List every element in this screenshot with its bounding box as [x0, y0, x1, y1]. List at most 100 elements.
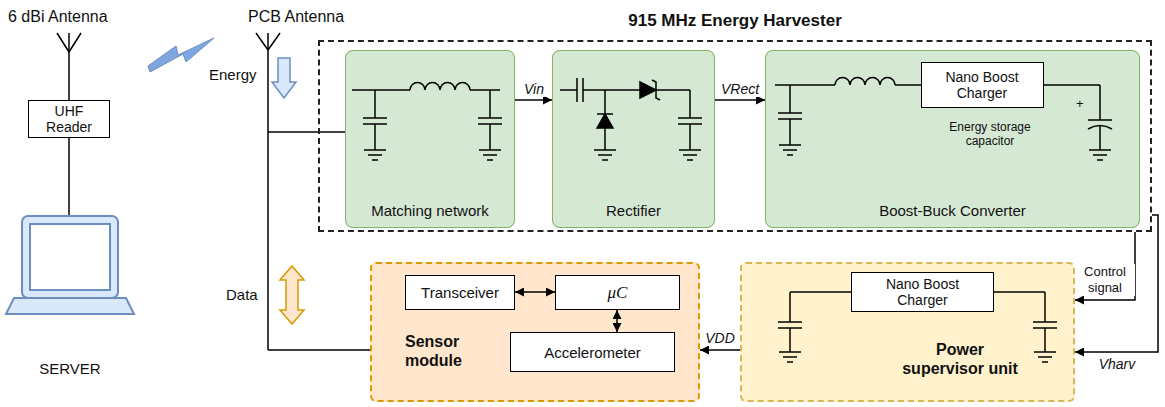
antenna-symbol — [256, 33, 268, 50]
annotation-label: + — [1076, 96, 1084, 111]
rectifier-circuit — [689, 90, 691, 118]
rectifier-circuit — [604, 90, 606, 114]
node-label: 915 MHz Energy Harvester — [628, 11, 842, 31]
connector — [515, 99, 552, 101]
rectifier-circuit — [597, 114, 613, 128]
rectifier-circuit — [560, 78, 702, 160]
matching-circuit — [374, 124, 376, 150]
circuit-block: Matching network — [345, 50, 515, 228]
matching-circuit — [489, 124, 491, 150]
matching-circuit — [410, 83, 470, 90]
connector — [68, 138, 70, 215]
box-fill — [765, 50, 1140, 228]
box-fill — [345, 50, 515, 228]
rectifier-circuit — [583, 89, 640, 91]
supervisor-circuit — [778, 321, 802, 323]
supervisor-circuit — [789, 328, 791, 352]
annotation-label: PCB Antenna — [248, 8, 344, 26]
matching-circuit — [489, 90, 491, 118]
supervisor-circuit — [1044, 292, 1046, 322]
supervisor-circuit — [1044, 328, 1046, 352]
converter-circuit — [1088, 119, 1112, 121]
supervisor-circuit — [790, 291, 851, 293]
node-label: Matching network — [371, 202, 489, 219]
rectifier-circuit — [640, 82, 656, 98]
matching-circuit — [352, 83, 502, 160]
rectifier-circuit — [576, 78, 578, 102]
annotation-label: Energy storage capacitor — [940, 120, 1040, 148]
matching-circuit — [479, 150, 501, 160]
antenna-symbol — [69, 33, 81, 52]
signal-label: Control signal — [1075, 264, 1135, 296]
circuit-block: Rectifier — [552, 50, 715, 228]
antenna-symbol — [68, 33, 70, 100]
converter-circuit — [775, 84, 835, 86]
node-label: Nano Boost Charger — [937, 69, 1027, 101]
matching-circuit — [478, 117, 502, 119]
connector — [700, 349, 740, 351]
node-label: Accelerometer — [544, 344, 641, 361]
data-arrow — [280, 266, 304, 324]
matching-circuit — [352, 89, 410, 91]
supervisor-circuit — [1034, 352, 1056, 362]
signal-label: VDD — [704, 330, 736, 346]
matching-circuit — [374, 90, 376, 118]
module-group: Power supervisor unitNano Boost Charger — [740, 262, 1075, 402]
connector — [1075, 215, 1158, 352]
chip-box: Nano Boost Charger — [921, 62, 1044, 108]
wireless-bolt — [148, 38, 214, 72]
rectifier-circuit — [560, 89, 577, 91]
signal-label: VRect — [720, 81, 760, 97]
matching-circuit — [364, 150, 386, 160]
node-label: Boost-Buck Converter — [879, 202, 1026, 219]
converter-circuit — [895, 84, 921, 86]
process-box: Accelerometer — [510, 332, 675, 372]
process-box: Transceiver — [405, 275, 515, 310]
rectifier-circuit — [689, 124, 691, 150]
antenna-symbol — [268, 33, 280, 50]
antenna-symbol — [57, 33, 69, 52]
rectifier-circuit — [678, 117, 702, 119]
connector — [515, 291, 555, 293]
converter-circuit — [1099, 85, 1101, 120]
box-fill — [370, 262, 700, 402]
process-box: μC — [555, 275, 680, 310]
annotation-label: 6 dBi Antenna — [8, 8, 108, 26]
reader-box: UHF Reader — [28, 100, 110, 138]
converter-circuit — [789, 85, 791, 113]
antenna-wire — [268, 349, 370, 351]
node-label: SERVER — [39, 360, 100, 377]
converter-circuit — [1089, 150, 1111, 160]
converter-circuit — [789, 119, 791, 145]
energy-arrow — [272, 58, 296, 98]
laptop-icon — [30, 224, 110, 290]
node-label: Transceiver — [421, 284, 499, 301]
node-label: μC — [608, 283, 628, 303]
rectifier-circuit — [679, 150, 701, 160]
box-fill — [552, 50, 715, 228]
rectifier-circuit — [604, 128, 606, 150]
converter-circuit — [1099, 125, 1101, 150]
node-label: Rectifier — [606, 202, 661, 219]
node-label: Nano Boost Charger — [873, 276, 973, 308]
laptop-icon — [22, 216, 118, 298]
annotation-label: Energy — [209, 66, 257, 83]
circuit-block: Boost-Buck Converter Nano Boost Charger — [765, 50, 1140, 228]
box-fill — [345, 50, 1140, 402]
server-icon: SERVER — [8, 215, 132, 385]
converter-circuit — [778, 112, 802, 114]
annotation-label: Data — [226, 286, 258, 303]
node-label: UHF Reader — [39, 103, 99, 135]
antenna-symbol — [267, 33, 269, 350]
supervisor-circuit — [1033, 321, 1057, 323]
harvester-group: 915 MHz Energy HarvesterMatching network… — [318, 40, 1152, 232]
rectifier-circuit — [656, 89, 690, 91]
matching-circuit — [470, 89, 500, 91]
converter-circuit — [779, 145, 801, 155]
module-group: Sensor moduleTransceiverμCAccelerometer — [370, 262, 700, 402]
rectifier-circuit — [594, 150, 616, 160]
connector — [616, 310, 618, 332]
supervisor-circuit — [779, 352, 801, 362]
matching-circuit — [363, 117, 387, 119]
